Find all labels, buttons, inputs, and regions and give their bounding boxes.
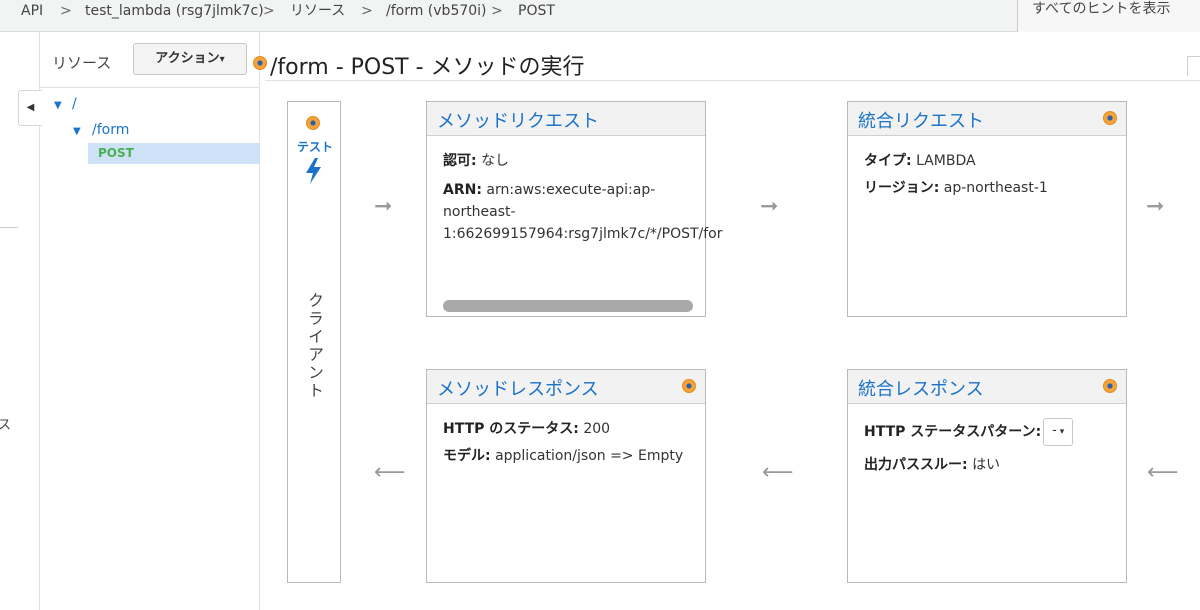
tree-item-post-label: POST [98, 146, 134, 160]
model-value: application/json => Empty [495, 448, 684, 464]
lightning-bolt-icon[interactable] [304, 158, 324, 184]
type-value: LAMBDA [916, 153, 976, 169]
horizontal-scrollbar[interactable] [443, 300, 693, 312]
breadcrumb-resource-path[interactable]: /form (vb570i) [386, 3, 487, 19]
card-body: HTTP のステータス: 200 モデル: application/json =… [443, 416, 701, 470]
show-all-hints-label: すべてのヒントを表示 [1032, 1, 1171, 17]
arrow-right-icon: ➞ [1146, 194, 1165, 219]
http-status-label: HTTP のステータス: [443, 421, 579, 437]
arn-value-line-1: arn:aws:execute-api:ap- [486, 182, 656, 198]
breadcrumb-resources[interactable]: リソース [290, 3, 346, 19]
breadcrumb-separator: > [60, 3, 72, 19]
breadcrumb-api[interactable]: API [21, 3, 44, 19]
actions-button-label: アクション [155, 51, 220, 66]
status-pattern-label: HTTP ステータスパターン: [864, 424, 1042, 440]
collapse-panel-button[interactable]: ◀ [18, 90, 42, 126]
hint-badge-icon[interactable] [306, 116, 320, 130]
card-header: メソッドリクエスト [427, 102, 705, 136]
arrow-left-icon: ⟵ [762, 460, 794, 485]
tree-item-form[interactable]: /form [92, 122, 130, 138]
method-request-title[interactable]: メソッドリクエスト [437, 111, 599, 132]
arrow-left-icon: ⟵ [374, 460, 406, 485]
status-pattern-value: - [1052, 423, 1057, 438]
http-status-value: 200 [583, 421, 611, 437]
integration-response-title[interactable]: 統合レスポンス [858, 379, 984, 400]
integration-request-title[interactable]: 統合リクエスト [858, 111, 984, 132]
card-body: 認可: なし ARN: arn:aws:execute-api:ap- nort… [443, 148, 723, 245]
hint-badge-icon[interactable] [253, 56, 267, 70]
tree-expand-form-icon[interactable]: ▼ [73, 126, 81, 137]
show-all-hints-button[interactable]: すべてのヒントを表示 [1017, 0, 1200, 32]
arrow-right-icon: ➞ [760, 194, 779, 219]
breadcrumb-method: POST [518, 3, 555, 19]
method-response-title[interactable]: メソッドレスポンス [437, 379, 599, 400]
card-body: タイプ: LAMBDA リージョン: ap-northeast-1 [864, 148, 1122, 202]
arn-value-line-2: northeast- [443, 204, 516, 220]
chevron-down-icon: ▾ [219, 54, 225, 65]
resources-panel: リソース アクション▾ ▼ / ▼ /form POST [40, 32, 260, 610]
hint-badge-icon[interactable] [1103, 111, 1117, 125]
resources-title: リソース [52, 54, 112, 72]
breadcrumb-separator: > [361, 3, 373, 19]
left-nav-strip: ◀ ス [0, 32, 42, 610]
tree-item-root[interactable]: / [72, 96, 77, 112]
region-value: ap-northeast-1 [943, 180, 1048, 196]
status-pattern-select[interactable]: - ▾ [1043, 418, 1074, 446]
divider [0, 227, 18, 228]
model-label: モデル: [443, 448, 491, 464]
method-response-card: メソッドレスポンス HTTP のステータス: 200 モデル: applicat… [426, 369, 706, 583]
integration-response-card: 統合レスポンス HTTP ステータスパターン:- ▾ 出力パススルー: はい [847, 369, 1127, 583]
hint-badge-icon[interactable] [682, 379, 696, 393]
arrow-left-icon: ⟵ [1147, 460, 1179, 485]
arn-value-line-3: 1:662699157964:rsg7jlmk7c/*/POST/for [443, 226, 723, 242]
breadcrumb: API > test_lambda (rsg7jlmk7c) > リソース > … [0, 0, 1200, 32]
card-header: 統合リクエスト [848, 102, 1126, 136]
type-label: タイプ: [864, 153, 912, 169]
breadcrumb-api-name[interactable]: test_lambda (rsg7jlmk7c) [85, 3, 264, 19]
hint-badge-icon[interactable] [1103, 379, 1117, 393]
integration-request-card: 統合リクエスト タイプ: LAMBDA リージョン: ap-northeast-… [847, 101, 1127, 317]
card-body: HTTP ステータスパターン:- ▾ 出力パススルー: はい [864, 414, 1122, 479]
divider [40, 87, 260, 88]
page-title: /form - POST - メソッドの実行 [270, 55, 585, 80]
tree-expand-root-icon[interactable]: ▼ [54, 100, 62, 111]
auth-label: 認可: [443, 153, 477, 169]
arn-label: ARN: [443, 182, 482, 198]
region-label: リージョン: [864, 180, 940, 196]
tree-item-post[interactable]: POST [88, 143, 260, 164]
card-header: メソッドレスポンス [427, 370, 705, 404]
caret-left-icon: ◀ [26, 102, 35, 113]
arrow-right-icon: ➞ [374, 194, 393, 219]
divider [265, 80, 1200, 81]
test-link[interactable]: テスト [296, 140, 333, 154]
divider [1187, 56, 1200, 76]
breadcrumb-separator: > [491, 3, 503, 19]
actions-button[interactable]: アクション▾ [133, 43, 247, 75]
auth-value: なし [481, 153, 510, 169]
card-header: 統合レスポンス [848, 370, 1126, 404]
passthrough-value: はい [972, 457, 1001, 473]
truncated-nav-text: ス [0, 418, 12, 433]
client-column: テスト クライアント [287, 101, 341, 583]
passthrough-label: 出力パススルー: [864, 457, 968, 473]
chevron-down-icon: ▾ [1056, 427, 1065, 437]
breadcrumb-separator: > [263, 3, 275, 19]
client-label: クライアント [305, 292, 324, 400]
method-request-card: メソッドリクエスト 認可: なし ARN: arn:aws:execute-ap… [426, 101, 723, 317]
